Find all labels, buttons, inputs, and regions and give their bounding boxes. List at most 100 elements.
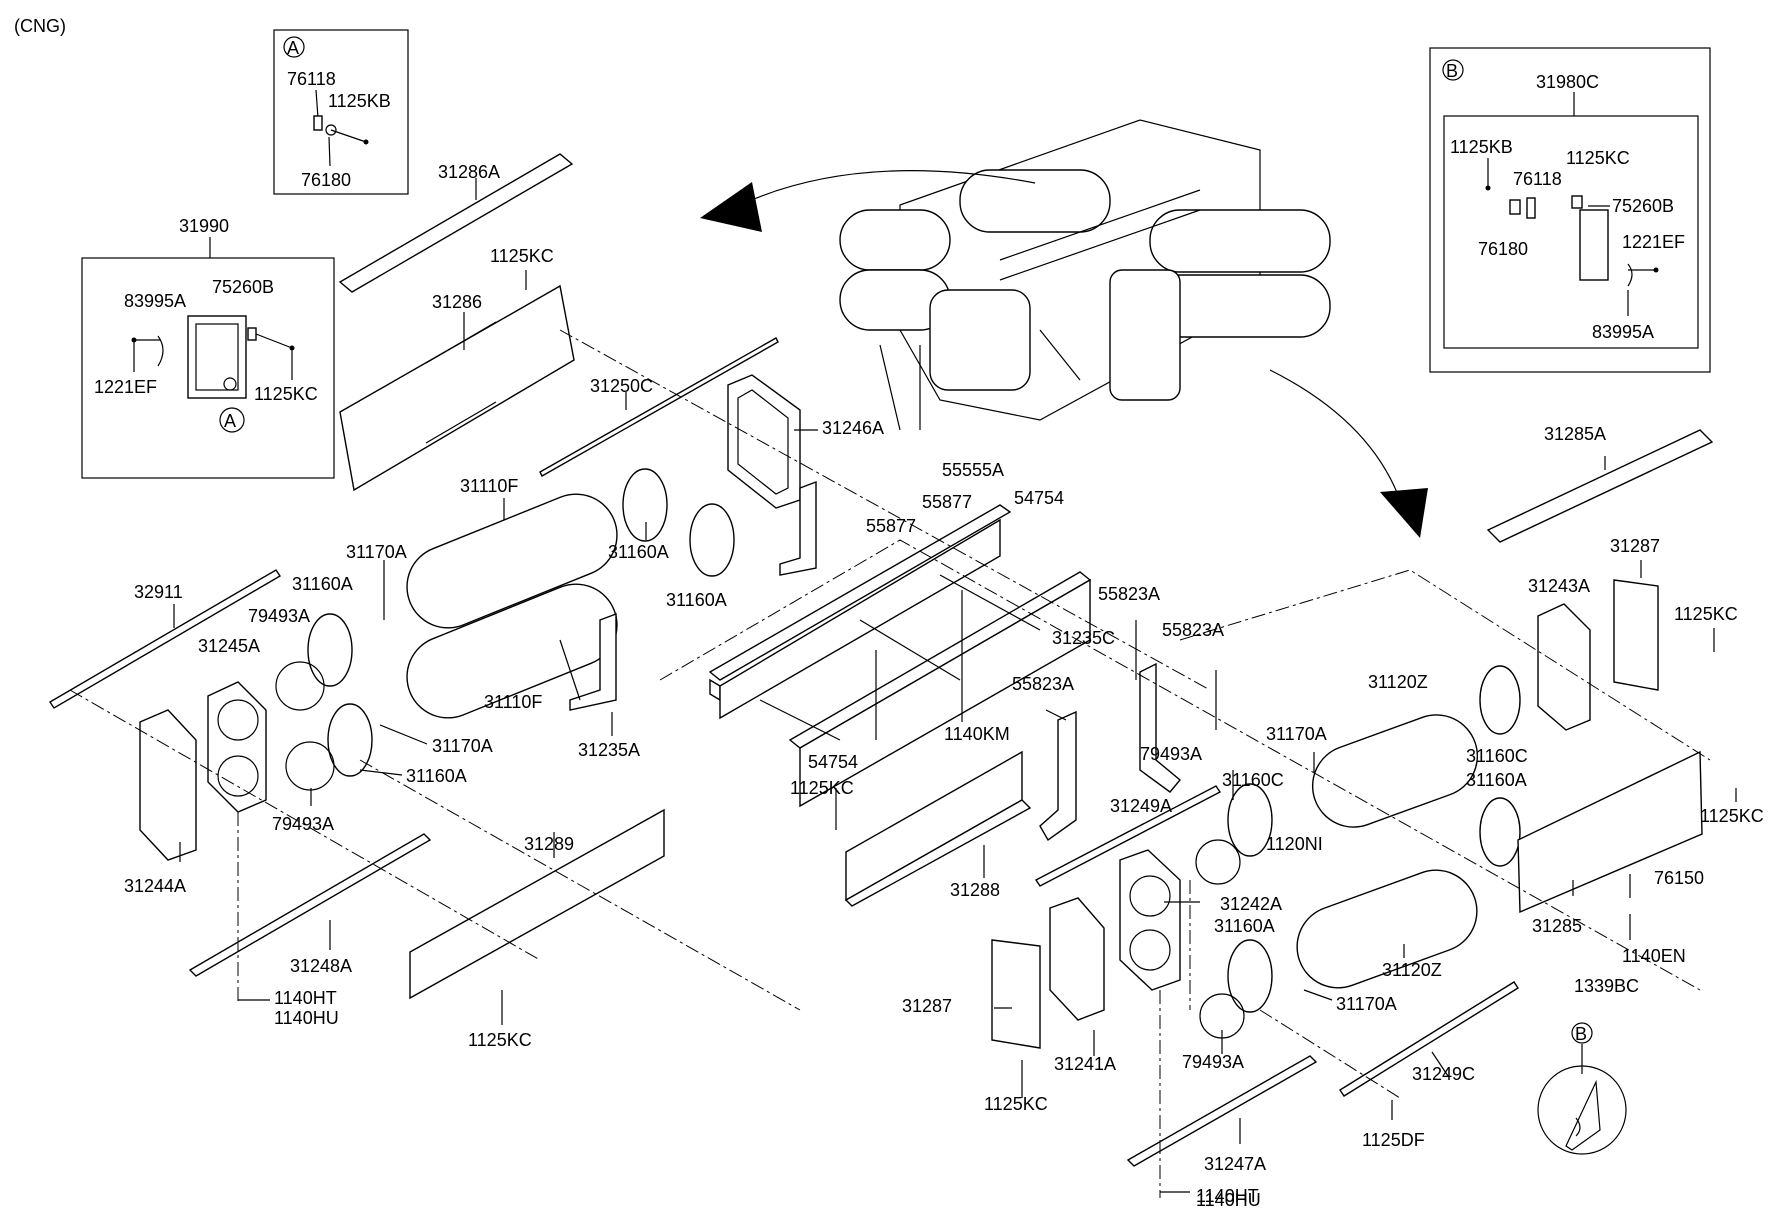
part-label-29: 1140KM [944,724,1010,744]
part-label-49: 31285 [1532,916,1582,936]
svg-text:1125KC: 1125KC [1566,148,1630,168]
part-label-1: 1125KC [490,246,554,266]
part-label-2: 31286 [432,292,482,312]
part-label-62: 1125DF [1362,1130,1425,1150]
part-label-15: 79493A [248,606,310,626]
svg-text:75260B: 75260B [1612,196,1674,216]
diagram-title: (CNG) [14,16,66,36]
part-label-4: 31246A [822,418,884,438]
assembled-frame-view [839,119,1331,431]
part-label-22: 31244A [124,876,186,896]
assembly-dash-lines [69,329,1711,1198]
svg-text:1125KB: 1125KB [328,91,391,111]
svg-text:76180: 76180 [1478,239,1528,259]
part-label-24: 31248A [290,956,352,976]
part-label-48: 1125KC [1700,806,1764,826]
part-label-41: 31120Z [1368,672,1428,692]
part-label-19: 31170A [432,736,493,756]
svg-text:B: B [1575,1024,1587,1044]
part-label-53: 31242A [1220,894,1282,914]
part-label-25: 1140HT [274,988,337,1008]
svg-text:83995A: 83995A [124,291,186,311]
part-label-60: 1125KC [984,1094,1048,1114]
part-label-57: 31287 [902,996,952,1016]
part-label-58: 31241A [1054,1054,1116,1074]
inset-b: B 31980C 1125KB 1125KC 76118 75260B 7618… [1429,47,1711,373]
part-label-8: 55555A [942,460,1004,480]
part-label-23: 31289 [524,834,574,854]
svg-text:76180: 76180 [301,170,351,190]
svg-text:A: A [224,411,236,431]
part-label-17: 31110F [484,692,542,712]
part-label-63: 31247A [1204,1154,1266,1174]
part-label-44: 31243A [1528,576,1590,596]
part-label-59: 79493A [1182,1052,1244,1072]
part-label-36: 79493A [1140,744,1202,764]
part-label-52: 1339BC [1574,976,1639,996]
part-label-35: 31288 [950,880,1000,900]
part-label-3: 31250C [590,376,653,396]
part-label-61: 31249C [1412,1064,1475,1084]
part-label-27: 1125KC [468,1030,532,1050]
arrow-left-head [700,182,762,232]
part-label-46: 31160C [1466,746,1528,766]
svg-text:75260B: 75260B [212,277,274,297]
inset-a: A 76118 1125KB 76180 [273,29,409,195]
part-label-38: 31160C [1222,770,1284,790]
part-label-56: 31120Z [1382,960,1442,980]
arrow-right [1269,369,1401,501]
part-label-11: 55877 [866,516,916,536]
part-label-42: 31285A [1544,424,1606,444]
part-label-21: 79493A [272,814,334,834]
part-label-7: 31160A [666,590,727,610]
part-label-34: 55823A [1012,674,1074,694]
svg-text:83995A: 83995A [1592,322,1654,342]
svg-text:B: B [1446,61,1458,81]
right-parts-group [991,429,1714,1167]
leader-lines [173,178,1737,1193]
part-label-51: 1140EN [1622,946,1686,966]
part-label-55: 31170A [1336,994,1397,1014]
assembly-31990-box: 31990 83995A 75260B 1221EF 1125KC A [81,216,335,479]
part-label-33: 55823A [1162,620,1224,640]
svg-text:31980C: 31980C [1536,72,1599,92]
part-label-47: 31160A [1466,770,1527,790]
svg-text:31990: 31990 [179,216,229,236]
part-label-16: 31245A [198,636,260,656]
svg-text:1125KC: 1125KC [254,384,318,404]
arrow-right-head [1380,488,1428,538]
callout-b: B [1537,1022,1627,1155]
part-label-30: 1125KC [790,778,854,798]
part-label-26: 1140HU [274,1008,339,1028]
svg-text:1221EF: 1221EF [1622,232,1685,252]
part-label-18: 31235A [578,740,640,760]
part-label-50: 76150 [1654,868,1704,888]
part-label-37: 31249A [1110,796,1172,816]
chassis-frame [708,504,1181,907]
svg-text:1125KB: 1125KB [1450,137,1513,157]
part-label-20: 31160A [406,766,467,786]
part-label-12: 31170A [346,542,407,562]
part-label-64: 1140HT [1196,1186,1259,1206]
part-label-6: 31160A [608,542,669,562]
part-label-54: 31160A [1214,916,1275,936]
arrow-left [739,170,1036,206]
part-label-32: 31235C [1052,628,1115,648]
part-label-14: 32911 [134,582,183,602]
svg-text:A: A [287,38,299,58]
part-label-9: 55877 [922,492,972,512]
svg-text:76118: 76118 [287,69,336,89]
part-label-5: 31110F [460,476,518,496]
part-label-31: 55823A [1098,584,1160,604]
part-label-43: 31287 [1610,536,1660,556]
svg-text:1221EF: 1221EF [94,377,157,397]
part-label-10: 54754 [1014,488,1064,508]
part-label-65: 1140HU [1196,1190,1261,1210]
part-label-40: 1120NI [1266,834,1323,854]
part-label-0: 31286A [438,162,500,182]
part-label-39: 31170A [1266,724,1327,744]
part-label-45: 1125KC [1674,604,1738,624]
part-label-28: 54754 [808,752,858,772]
left-parts-group [49,153,817,1000]
